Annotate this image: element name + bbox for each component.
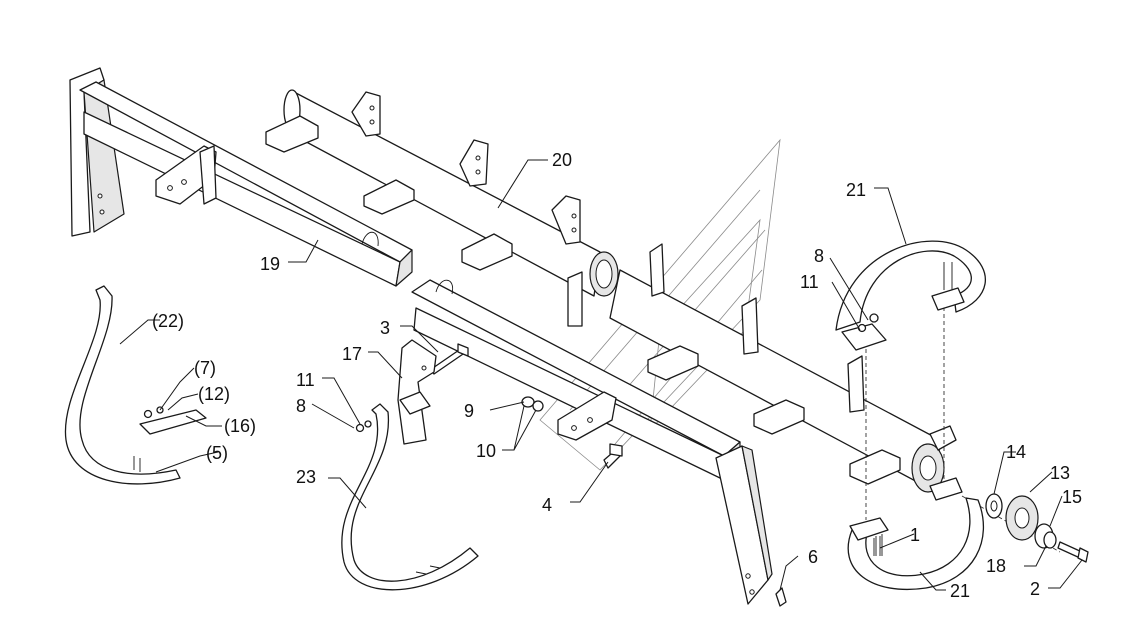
- callout-7: (7): [194, 358, 216, 378]
- callout-10: 10: [476, 441, 496, 461]
- callout-17: 17: [342, 344, 362, 364]
- tine-lower: [847, 477, 985, 590]
- callout-23: 23: [296, 467, 316, 487]
- callout-13: 13: [1050, 463, 1070, 483]
- callout-3: 3: [380, 318, 390, 338]
- callout-11-right: 11: [800, 272, 819, 292]
- callout-19: 19: [260, 254, 280, 274]
- callout-5: (5): [206, 443, 228, 463]
- frame-beam-front: [411, 279, 773, 605]
- callout-15: 15: [1062, 487, 1082, 507]
- tine-upper: [835, 240, 986, 351]
- callout-9: 9: [464, 401, 474, 421]
- lower-tube: [609, 243, 957, 493]
- leader-lines: [119, 159, 1083, 591]
- fasteners: [355, 343, 883, 607]
- callout-8-left: 8: [296, 396, 306, 416]
- tine-left: [64, 285, 207, 485]
- callout-8-right: 8: [814, 246, 824, 266]
- callout-18: 18: [986, 556, 1006, 576]
- callout-21-lower: 21: [950, 581, 970, 601]
- callout-16: (16): [224, 416, 256, 436]
- tine-center: [341, 403, 479, 591]
- callout-4: 4: [542, 495, 552, 515]
- callout-11-left: 11: [296, 370, 315, 390]
- callout-2: 2: [1030, 579, 1040, 599]
- bracket: [397, 339, 437, 445]
- callout-labels: 20 21 19 8 11 3 (22) 17 (7) 11 (12) 8 9 …: [152, 150, 1082, 601]
- main-tube: [265, 89, 619, 327]
- bearing-assembly: [985, 493, 1089, 563]
- callout-20: 20: [552, 150, 572, 170]
- callout-14: 14: [1006, 442, 1026, 462]
- frame-beam-rear: [69, 67, 413, 287]
- callout-22: (22): [152, 311, 184, 331]
- callout-1: 1: [910, 525, 920, 545]
- callout-12: (12): [198, 384, 230, 404]
- callout-6: 6: [808, 547, 818, 567]
- callout-21-upper: 21: [846, 180, 866, 200]
